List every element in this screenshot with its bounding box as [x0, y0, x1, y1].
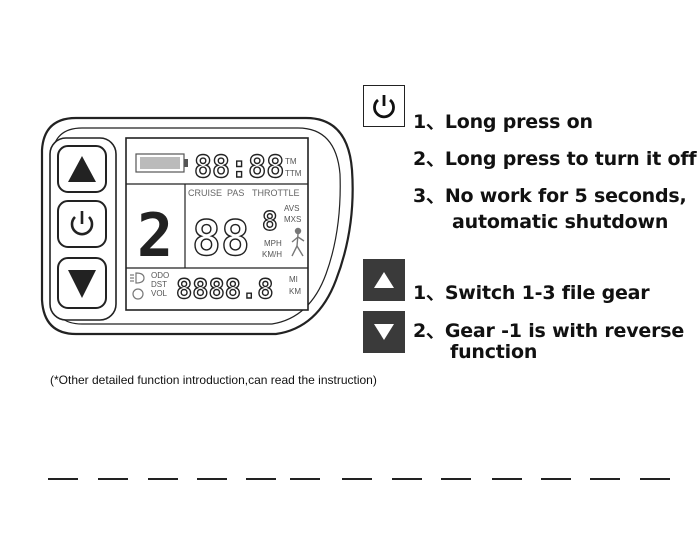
device-up-button[interactable] [57, 145, 107, 193]
gear-instruction-2-cont: function [450, 341, 538, 363]
mode-label-pas: PAS [227, 188, 244, 198]
fault-icon [132, 288, 144, 300]
power-instruction-2: 2、Long press to turn it off [413, 148, 697, 170]
battery-icon [135, 153, 188, 173]
mode-label-cruise: CRUISE [188, 188, 222, 198]
device-down-button[interactable] [57, 257, 107, 309]
clock-readout: 88:88 [194, 150, 284, 185]
dashed-separator [48, 478, 673, 481]
odo-readout: 8888.8 [176, 274, 274, 305]
power-instruction-1: 1、Long press on [413, 111, 593, 133]
device-power-button[interactable] [57, 200, 107, 248]
lcd-device-drawing: 88:88 TM TTM 2 CRUISE PAS THROTTLE 88 8 … [40, 116, 354, 336]
walk-assist-icon [291, 227, 305, 257]
odo-label-odo: ODO [151, 271, 169, 280]
odo-unit-mi: MI [289, 275, 298, 284]
odo-label-vol: VOL [151, 289, 168, 298]
gear-digit: 2 [137, 201, 173, 271]
odo-unit-km: KM [289, 287, 301, 296]
mode-label-throttle: THROTTLE [252, 188, 300, 198]
headlight-icon [130, 272, 145, 284]
instruction-note: (*Other detailed function introduction,c… [50, 373, 377, 387]
speed-unit-kmh: KM/H [262, 250, 282, 259]
time-label-tm: TM [285, 157, 297, 166]
power-icon [363, 85, 405, 127]
speed-label-avs: AVS [284, 204, 299, 213]
power-instruction-3-cont: automatic shutdown [452, 211, 669, 233]
gear-instruction-2: 2、Gear -1 is with reverse [413, 320, 685, 342]
speed-label-mxs: MXS [284, 215, 301, 224]
speed-decimal: 8 [262, 207, 278, 237]
triangle-up-icon [363, 259, 405, 301]
odo-label-dst: DST [151, 280, 167, 289]
speed-unit-mph: MPH [264, 239, 282, 248]
gear-instruction-1: 1、Switch 1-3 file gear [413, 282, 650, 304]
speed-readout: 88 [192, 211, 250, 267]
time-label-ttm: TTM [285, 169, 302, 178]
triangle-down-icon [363, 311, 405, 353]
power-instruction-3: 3、No work for 5 seconds, [413, 185, 687, 207]
